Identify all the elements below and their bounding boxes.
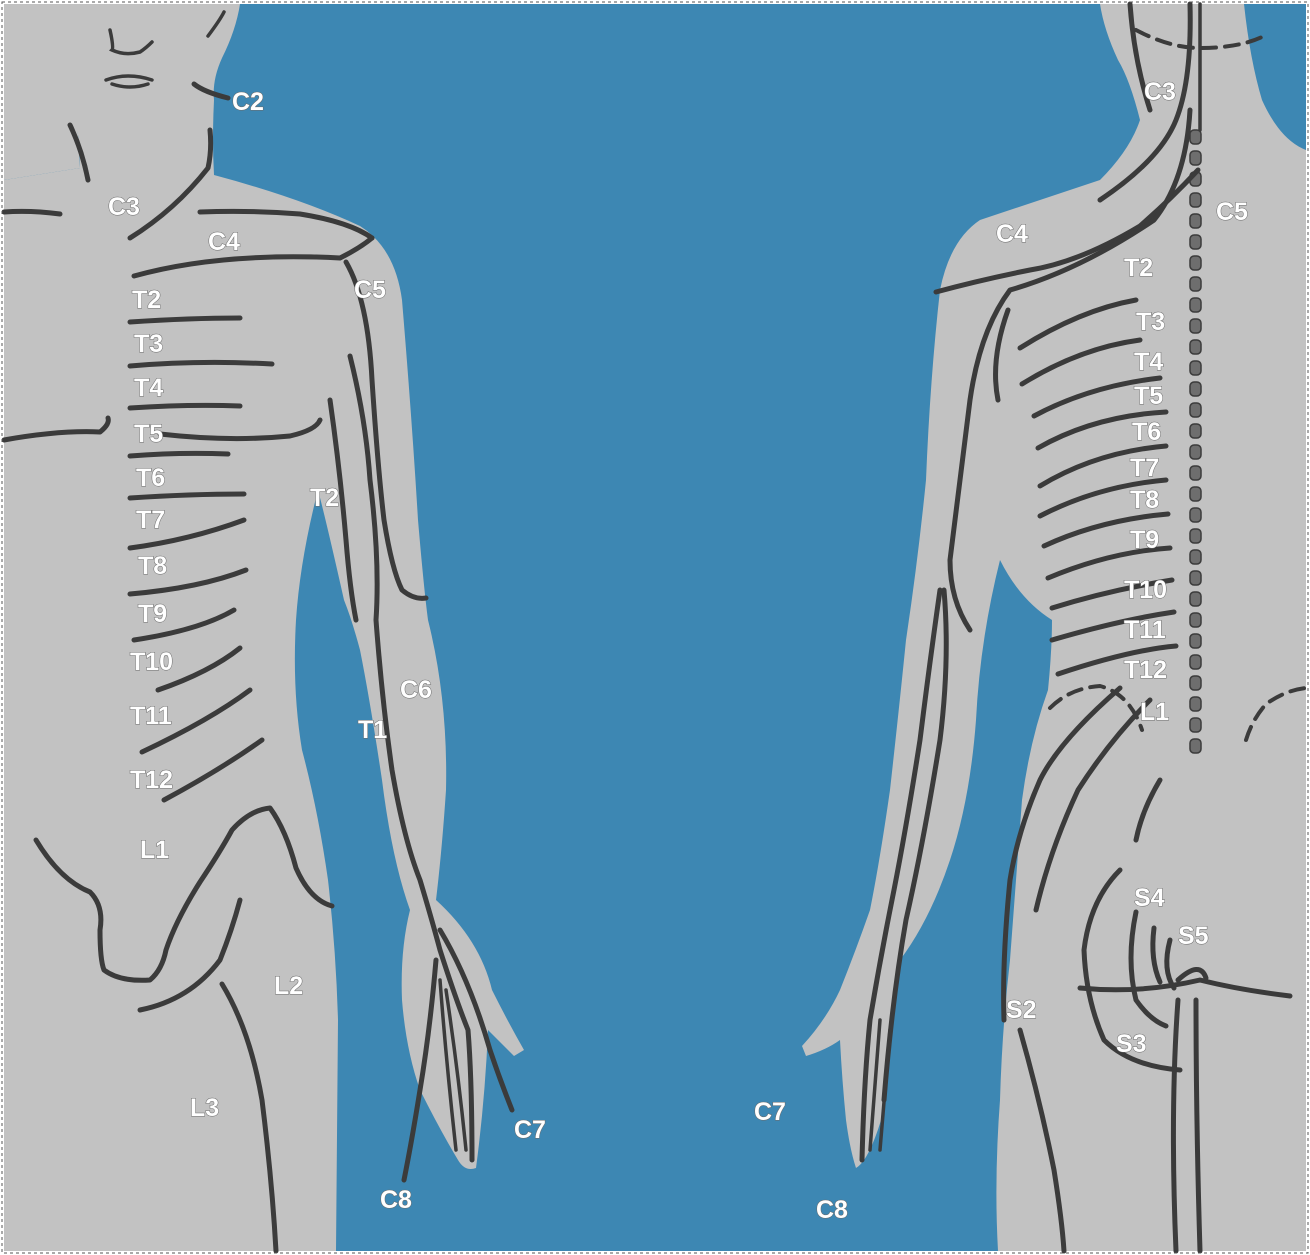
label-front-l1: L1 [140,836,169,864]
vertebra [1190,445,1201,459]
label-front-c6: C6 [400,676,432,704]
label-front-l2: L2 [274,972,303,1000]
vertebra [1190,676,1201,690]
label-front-t5: T5 [134,420,163,448]
vertebra [1190,739,1201,753]
vertebra [1190,466,1201,480]
label-back-t4: T4 [1134,348,1163,376]
vertebra [1190,361,1201,375]
vertebra [1190,550,1201,564]
label-back-c8: C8 [816,1196,848,1224]
vertebra [1190,130,1201,144]
label-back-l1: L1 [1140,698,1169,726]
vertebra [1190,151,1201,165]
label-front-t11: T11 [130,702,172,730]
label-back-t11: T11 [1124,616,1166,644]
vertebra [1190,655,1201,669]
vertebra [1190,634,1201,648]
vertebra [1190,235,1201,249]
label-front-c5: C5 [354,276,386,304]
label-back-t3: T3 [1136,308,1165,336]
vertebra [1190,718,1201,732]
label-back-t2: T2 [1124,254,1153,282]
vertebra [1190,403,1201,417]
label-back-s2: S2 [1006,996,1037,1024]
label-front-c8: C8 [380,1186,412,1214]
label-back-t8: T8 [1130,486,1159,514]
label-front-c2: C2 [232,88,264,116]
label-front-t12: T12 [130,766,173,794]
label-front-t10: T10 [130,648,173,676]
label-back-t9: T9 [1130,526,1159,554]
vertebra [1190,214,1201,228]
label-front-c7: C7 [514,1116,546,1144]
vertebra [1190,319,1201,333]
label-front-t3: T3 [134,330,163,358]
label-back-t6: T6 [1132,418,1161,446]
label-back-t7: T7 [1130,454,1159,482]
front-torso-left-fill [4,4,80,180]
label-front-t1: T1 [358,716,387,744]
label-back-c4: C4 [996,220,1028,248]
front-clavicle-line [4,211,60,214]
label-front-t2: T2 [132,286,161,314]
vertebra [1190,487,1201,501]
vertebra [1190,571,1201,585]
label-back-s3: S3 [1116,1030,1147,1058]
front-t5-line [130,453,228,456]
vertebra [1190,613,1201,627]
vertebra [1190,424,1201,438]
label-front-t9: T9 [138,600,167,628]
vertebra [1190,256,1201,270]
label-front-arm-t2: T2 [310,484,339,512]
vertebra [1190,697,1201,711]
vertebra [1190,382,1201,396]
vertebra [1190,193,1201,207]
label-front-t7: T7 [136,506,165,534]
label-front-c3: C3 [108,193,140,221]
label-front-l3: L3 [190,1094,219,1122]
vertebra [1190,592,1201,606]
vertebra [1190,298,1201,312]
vertebra [1190,340,1201,354]
label-back-t10: T10 [1124,576,1167,604]
label-front-c4: C4 [208,228,240,256]
vertebra [1190,277,1201,291]
label-front-t4: T4 [134,374,163,402]
front-t4-line [130,405,240,408]
label-back-c7: C7 [754,1098,786,1126]
label-back-s5: S5 [1178,922,1209,950]
label-front-t8: T8 [138,552,167,580]
label-back-t12: T12 [1124,656,1167,684]
label-back-s4: S4 [1134,884,1165,912]
label-front-t6: T6 [136,464,165,492]
label-back-t5: T5 [1134,382,1163,410]
label-back-c5: C5 [1216,198,1248,226]
label-back-c3: C3 [1144,78,1176,106]
vertebra [1190,508,1201,522]
vertebra [1190,529,1201,543]
